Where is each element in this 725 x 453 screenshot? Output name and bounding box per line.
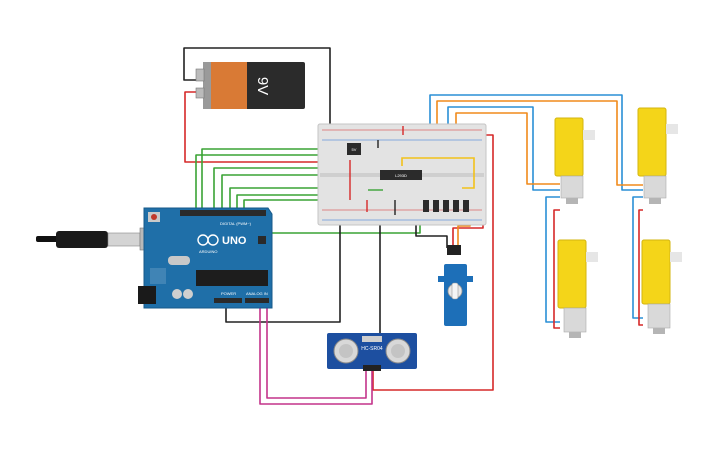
arduino-uno[interactable]: UNO ARDUINO DIGITAL (PWM~) POWER ANALOG …: [138, 207, 273, 309]
power-header-label: POWER: [221, 291, 236, 296]
regulator-label: 5V: [352, 147, 357, 152]
motor-wire-orange-1[interactable]: [436, 100, 643, 186]
motor-wire-blue-3[interactable]: [545, 196, 560, 323]
digital-header-label: DIGITAL (PWM~): [220, 221, 252, 226]
bb-yellow-jumper[interactable]: [401, 157, 475, 189]
breadboard[interactable]: 5V L293D: [317, 123, 487, 226]
dc-motor-4[interactable]: [641, 239, 682, 334]
sensor-trig-wire[interactable]: [259, 305, 373, 405]
motor-wire-blue-4[interactable]: [632, 196, 643, 319]
signal-wire-4[interactable]: [221, 174, 345, 212]
transistor-row: [423, 200, 469, 212]
signal-wire-3[interactable]: [213, 167, 330, 212]
servo-motor[interactable]: [438, 245, 473, 326]
ultrasonic-sensor[interactable]: HC-SR04: [327, 333, 417, 371]
motor-wire-blue-1[interactable]: [429, 94, 643, 191]
battery-black-wire[interactable]: [183, 47, 331, 127]
usb-cable[interactable]: [36, 227, 157, 251]
motor-wire-red-4[interactable]: [638, 209, 643, 326]
driver-chip-label: L293D: [395, 173, 407, 178]
ultrasonic-label: HC-SR04: [361, 346, 383, 352]
battery-red-wire[interactable]: [184, 91, 338, 163]
battery-9v[interactable]: 9V: [195, 62, 305, 109]
dc-motor-1[interactable]: [554, 117, 595, 204]
analog-header-label: ANALOG IN: [246, 291, 268, 296]
arduino-ground-wire[interactable]: [225, 215, 341, 323]
battery-label: 9V: [254, 77, 271, 95]
motor-wire-red-3[interactable]: [553, 209, 560, 329]
wires: [183, 47, 643, 405]
dc-motor-2[interactable]: [637, 107, 678, 204]
arduino-brand: ARDUINO: [199, 249, 217, 254]
arduino-model: UNO: [222, 235, 247, 247]
sensor-echo-wire[interactable]: [266, 305, 367, 399]
motor-wire-blue-2[interactable]: [447, 106, 560, 191]
dc-motor-3[interactable]: [557, 239, 598, 338]
